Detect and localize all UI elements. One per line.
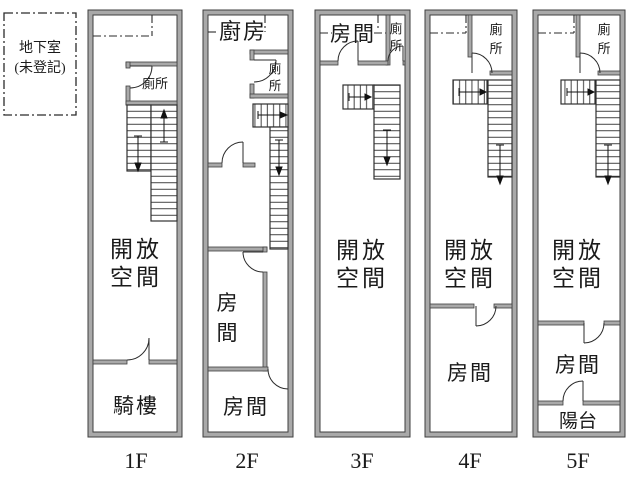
floor-1f-plan: 廁所 開放 空間 騎樓	[87, 9, 183, 438]
stair-direction-arrows	[348, 93, 391, 167]
staircase	[560, 79, 621, 186]
toilet-walls	[467, 14, 513, 76]
floor-4f-plan: 廁 所 開放 空間 房間	[424, 9, 518, 438]
lower-room-door-arc	[267, 368, 289, 390]
room-label-open-space-1: 開放	[444, 238, 496, 263]
staircase	[342, 84, 401, 180]
room-label-toilet-2: 所	[269, 79, 282, 93]
room-label-arcade: 騎樓	[113, 394, 159, 418]
basement-outline	[3, 12, 77, 116]
stair-direction-arrows	[566, 88, 612, 186]
toilet-door-arc	[253, 59, 277, 83]
room-wall	[537, 320, 621, 326]
room-label-toilet-1: 廁	[269, 61, 282, 76]
outer-wall	[87, 9, 183, 438]
room-label-toilet: 廁所	[142, 76, 168, 91]
floor-label-3f: 3F	[350, 448, 373, 473]
room-label-open-space-2: 空間	[552, 266, 604, 291]
floor-label-4f: 4F	[458, 448, 481, 473]
upper-room-door-arc	[242, 251, 264, 273]
stair-direction-arrows	[257, 111, 289, 177]
floor-label-5f: 5F	[566, 448, 589, 473]
room-label-upper-2: 間	[217, 321, 240, 345]
room-label-open-space-1: 開放	[336, 238, 388, 263]
stair-direction-arrows	[134, 108, 168, 173]
projection-dashline	[93, 15, 153, 37]
room-label-room: 房間	[555, 353, 601, 377]
room-label-kitchen: 廚房	[219, 19, 267, 44]
room-label-balcony: 陽台	[559, 410, 597, 432]
room-label-upper-1: 房	[217, 291, 240, 315]
room-door-arc	[475, 305, 497, 327]
floor-3f-plan: 房間 廁 所 開放 空間	[314, 9, 411, 438]
room-door-arc	[337, 40, 359, 62]
toilet-door-arc	[471, 52, 493, 74]
upper-room-walls	[207, 246, 269, 372]
toilet-walls	[125, 61, 178, 106]
room-label-top: 房間	[330, 22, 376, 46]
projection-dashline	[538, 15, 575, 34]
basement-label-line2: (未登記)	[14, 59, 66, 76]
toilet-walls	[575, 14, 621, 76]
top-room-walls	[319, 14, 406, 66]
room-label-toilet-2: 所	[489, 41, 502, 56]
outer-wall	[532, 9, 626, 438]
projection-dashline	[320, 15, 386, 34]
floor-label-1f: 1F	[124, 448, 147, 473]
outer-wall	[314, 9, 411, 438]
balcony-door-arc	[562, 380, 584, 402]
projection-dashline	[208, 15, 266, 33]
toilet-door-arc	[387, 45, 404, 62]
room-label-room: 房間	[447, 361, 493, 385]
projection-dashline	[430, 15, 467, 34]
staircase	[252, 103, 289, 250]
outer-wall	[202, 9, 294, 438]
room-label-toilet-1: 廁	[390, 21, 403, 36]
room-label-open-space-2: 空間	[110, 265, 162, 290]
room-label-toilet-1: 廁	[489, 22, 502, 37]
staircase	[126, 104, 178, 222]
toilet-walls	[249, 49, 289, 99]
room-label-toilet-1: 廁	[597, 22, 610, 37]
arcade-door-arc	[126, 337, 150, 361]
room-label-open-space-1: 開放	[552, 238, 604, 263]
staircase	[452, 79, 513, 186]
room-door-arc	[583, 322, 605, 344]
floor-5f-plan: 廁 所 開放 空間 房間 陽台	[532, 9, 626, 438]
arcade-wall	[92, 359, 178, 365]
basement-label-line1: 地下室	[19, 39, 61, 56]
kitchen-wall	[207, 162, 256, 168]
room-label-open-space-2: 空間	[444, 266, 496, 291]
room-label-toilet-2: 所	[390, 39, 403, 53]
toilet-door-arc	[579, 52, 601, 74]
room-label-toilet-2: 所	[597, 41, 610, 56]
room-wall	[429, 303, 513, 309]
floor-label-2f: 2F	[235, 448, 258, 473]
toilet-door-arc	[129, 65, 153, 89]
room-label-lower: 房間	[223, 395, 269, 419]
outer-wall	[424, 9, 518, 438]
stair-direction-arrows	[458, 88, 504, 186]
kitchen-door-arc	[221, 141, 244, 164]
room-label-open-space-2: 空間	[336, 266, 388, 291]
floor-2f-plan: 廚房 廁 所 房 間 房間	[202, 9, 294, 438]
balcony-wall	[537, 400, 621, 406]
room-label-open-space-1: 開放	[110, 237, 162, 262]
